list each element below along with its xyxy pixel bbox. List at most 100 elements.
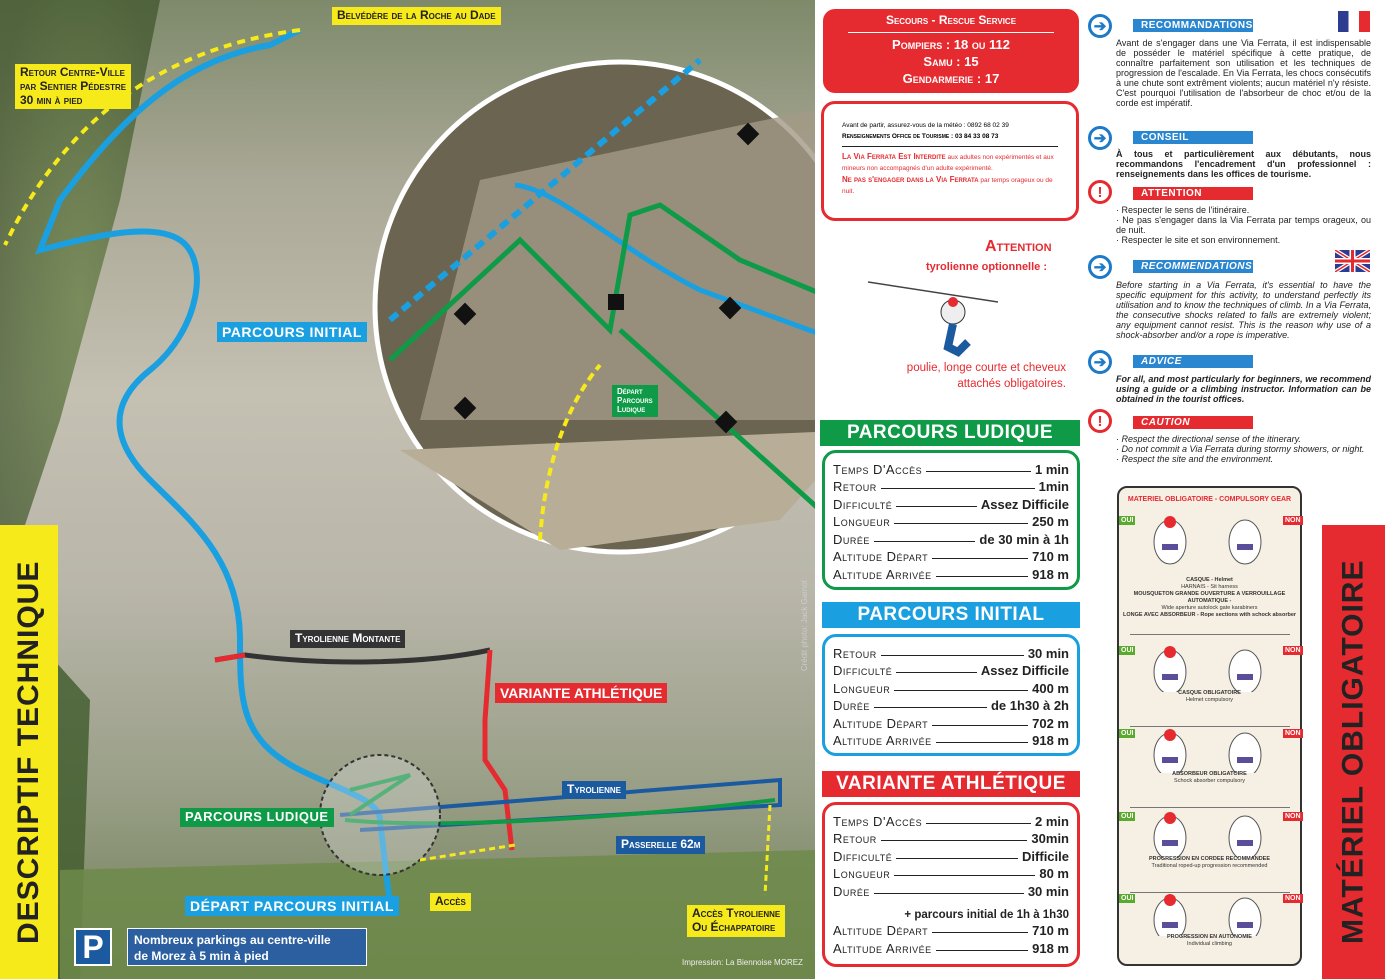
gear-caption-line: PROGRESSION EN CORDEE RECOMMANDEE bbox=[1148, 856, 1270, 862]
row-key: Difficulté bbox=[833, 848, 893, 864]
caution-item: · Respect the site and the environment. bbox=[1116, 454, 1274, 464]
label-belvedere: Belvédère de la Roche au Dade bbox=[332, 7, 501, 25]
impression-credit: Impression: La Biennoise MOREZ bbox=[682, 958, 803, 967]
row-value: Difficile bbox=[1022, 848, 1069, 864]
inset-ludique-route bbox=[388, 202, 815, 362]
row-value: 918 m bbox=[1032, 940, 1069, 956]
row-key: Temps D'Accès bbox=[833, 813, 923, 829]
row-value: 702 m bbox=[1032, 715, 1069, 731]
gear-caption-line: LONGE AVEC ABSORBEUR - Rope sections wit… bbox=[1122, 612, 1297, 618]
reco-en-text: Before starting in a Via Ferrata, it's e… bbox=[1116, 280, 1371, 340]
route-lines bbox=[0, 0, 815, 979]
inset-initial-dashed bbox=[388, 57, 702, 323]
row-value: 250 m bbox=[1032, 514, 1069, 529]
row-key: Durée bbox=[833, 698, 870, 713]
gear-cartoon bbox=[1153, 516, 1262, 565]
secours-line: Samu : 15 bbox=[923, 54, 979, 69]
gear-caption-line: MOUSQUETON GRANDE OUVERTURE A VERROUILLA… bbox=[1133, 591, 1286, 604]
attention-item: · Ne pas s'engager dans la Via Ferrata p… bbox=[1116, 215, 1371, 235]
label-parcours-initial: PARCOURS INITIAL bbox=[217, 322, 367, 343]
conseil-text: À tous et particulièrement aux débutants… bbox=[1116, 149, 1371, 179]
non-badge: NON bbox=[1283, 516, 1303, 525]
label-depart-initial: DÉPART PARCOURS INITIAL bbox=[185, 896, 399, 917]
gear-caption-line: CASQUE - Helmet bbox=[1186, 577, 1233, 583]
tyrolienne-red-start bbox=[214, 652, 246, 663]
row-value: Assez Difficile bbox=[980, 496, 1069, 512]
row-value: 918 m bbox=[1032, 566, 1069, 582]
parking-line: de Morez à 5 min à pied bbox=[134, 949, 269, 963]
acces-line: Ou Échappatoire bbox=[692, 919, 776, 934]
secours-box: Secours - Rescue Service Pompiers : 18 o… bbox=[823, 9, 1079, 93]
tyrolienne-cartoon bbox=[868, 281, 998, 357]
label-variante-athletique: VARIANTE ATHLÉTIQUE bbox=[495, 683, 668, 704]
table-row: Durée 30 min bbox=[833, 881, 1069, 899]
table-note: + parcours initial de 1h à 1h30 bbox=[904, 908, 1069, 921]
waypoint-marker bbox=[718, 296, 742, 320]
table-row: Difficulté Difficile bbox=[833, 846, 1069, 864]
row-key: Altitude Arrivée bbox=[833, 940, 932, 956]
depart-line: Ludique bbox=[617, 405, 646, 415]
waypoint-marker bbox=[453, 302, 477, 326]
table-row: Difficulté Assez Difficile bbox=[833, 494, 1069, 512]
row-key: Altitude Arrivée bbox=[833, 733, 932, 748]
row-value: 30 min bbox=[1027, 883, 1069, 899]
gear-caption-line: CASQUE OBLIGATOIRE bbox=[1178, 690, 1241, 696]
row-key: Temps D'Accès bbox=[833, 461, 923, 477]
nepas-bold: Ne pas s'engager dans la Via Ferrata bbox=[842, 175, 979, 184]
interdite-bold: La Via Ferrata Est Interdite bbox=[842, 152, 946, 161]
non-badge: NON bbox=[1283, 646, 1303, 655]
depart-line: Parcours bbox=[617, 396, 653, 406]
variante-athletique-route bbox=[482, 649, 515, 851]
divider bbox=[1130, 892, 1290, 893]
reco-fr-title: RECOMMANDATIONS bbox=[1133, 19, 1253, 32]
non-badge: NON bbox=[1283, 894, 1303, 903]
gear-cartoon bbox=[1153, 729, 1262, 773]
arrow-right-icon: ➔ bbox=[1088, 350, 1112, 374]
row-key: Difficulté bbox=[833, 663, 893, 678]
advice-title: ADVICE bbox=[1133, 355, 1253, 368]
exclamation-icon: ! bbox=[1088, 409, 1112, 433]
waypoint-marker bbox=[453, 396, 477, 420]
attention-fr-title: ATTENTION bbox=[1133, 187, 1253, 200]
reco-en-title: RECOMMENDATIONS bbox=[1133, 260, 1253, 273]
table-title-variante: VARIANTE ATHLÉTIQUE bbox=[822, 771, 1080, 797]
row-key: Durée bbox=[833, 883, 870, 899]
row-value: Assez Difficile bbox=[980, 663, 1069, 678]
row-key: Altitude Départ bbox=[833, 549, 929, 564]
secours-title: Secours - Rescue Service bbox=[848, 13, 1054, 33]
gear-caption-line: PROGRESSION EN AUTONOMIE bbox=[1167, 934, 1252, 940]
caution-item: · Respect the directional sense of the i… bbox=[1116, 434, 1301, 444]
attention-text: poulie, longe courte et cheveux attachés… bbox=[906, 362, 1066, 390]
label-passerelle: Passerelle 62m bbox=[616, 836, 706, 854]
arrow-right-icon: ➔ bbox=[1088, 14, 1112, 38]
reco-fr-text: Avant de s'engager dans une Via Ferrata,… bbox=[1116, 38, 1371, 108]
label-tyrolienne-montante: Tyrolienne Montante bbox=[290, 630, 406, 648]
row-key: Difficulté bbox=[833, 496, 893, 512]
non-badge: NON bbox=[1283, 729, 1303, 738]
table-row: Altitude Arrivée 918 m bbox=[833, 731, 1069, 748]
non-badge: NON bbox=[1283, 812, 1303, 821]
row-key: Altitude Départ bbox=[833, 923, 929, 938]
gear-caption-line: ABSORBEUR OBLIGATOIRE bbox=[1172, 771, 1247, 777]
label-acces: Accès bbox=[430, 893, 471, 911]
row-key: Retour bbox=[833, 831, 877, 846]
row-value: 918 m bbox=[1032, 733, 1069, 748]
divider bbox=[1130, 634, 1290, 635]
depart-line: Départ bbox=[617, 387, 643, 396]
gear-caption-line: Wide aperture autolock gate karabiners bbox=[1161, 605, 1258, 611]
